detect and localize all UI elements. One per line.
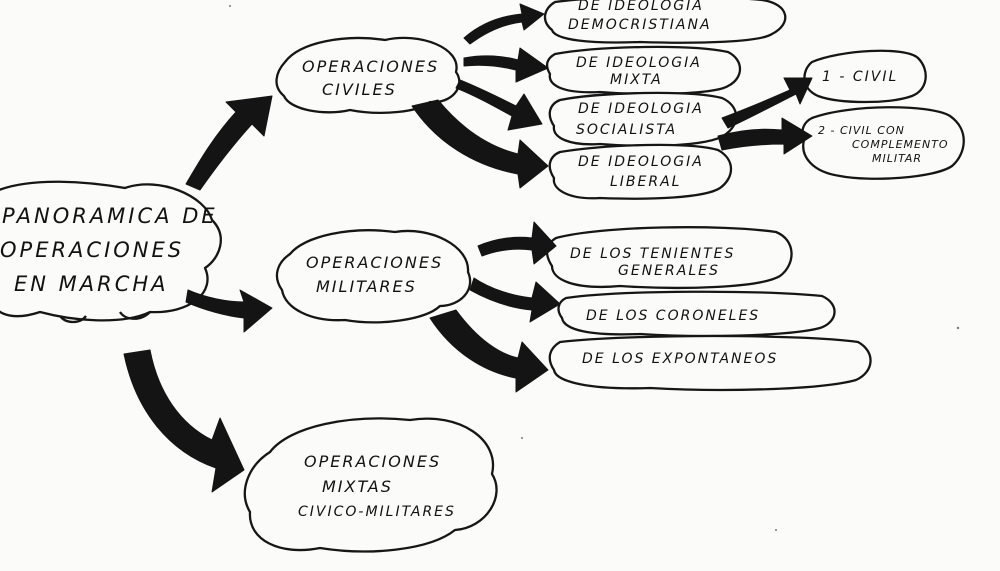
arrow-militares-to-expontaneos <box>429 309 549 393</box>
tenientes-cloud <box>545 226 793 290</box>
civil-militar-label-line2: COMPLEMENTO <box>852 138 949 151</box>
socialista-cloud <box>548 91 738 148</box>
root-label-line2: OPERACIONES <box>0 238 184 262</box>
arrow-militares-to-tenientes <box>477 221 557 265</box>
socialista-label-line2: SOCIALISTA <box>576 122 677 138</box>
socialista-label-line1: DE IDEOLOGIA <box>578 101 704 117</box>
mixta-label-line1: DE IDEOLOGIA <box>576 55 702 71</box>
democristiana-label-line2: DEMOCRISTIANA <box>568 17 712 33</box>
root-label-line1: PANORAMICA DE <box>2 204 218 228</box>
expontaneos-cloud <box>548 334 872 392</box>
arrow-civiles-to-socialista <box>455 79 543 131</box>
civiles-label-line2: CIVILES <box>322 80 397 99</box>
expontaneos-label: DE LOS EXPONTANEOS <box>582 351 778 367</box>
root-cloud-scallop <box>59 311 151 324</box>
civil-label: 1 - CIVIL <box>822 69 898 85</box>
militares-label-line2: MILITARES <box>316 277 417 296</box>
coroneles-cloud <box>557 290 836 338</box>
arrow-root-to-civiles <box>185 95 273 191</box>
tenientes-label-line1: DE LOS TENIENTES <box>570 246 735 262</box>
mixta-label-line2: MIXTA <box>610 72 663 88</box>
arrow-civiles-to-mixta <box>463 47 549 83</box>
root-label-line3: EN MARCHA <box>14 272 169 296</box>
paper-speck <box>229 5 231 7</box>
arrow-root-to-mixtas <box>123 349 245 493</box>
civil-militar-label-line3: MILITAR <box>872 152 922 165</box>
arrow-root-to-militares <box>185 289 273 333</box>
militares-label-line1: OPERACIONES <box>306 253 443 272</box>
civiles-label-line1: OPERACIONES <box>302 57 439 76</box>
paper-speck <box>521 437 523 439</box>
liberal-label-line1: DE IDEOLOGIA <box>578 154 704 170</box>
mixtas-label-line3: CIVICO-MILITARES <box>298 504 456 520</box>
mixtas-cloud <box>243 417 498 553</box>
liberal-label-line2: LIBERAL <box>610 174 681 190</box>
arrow-civiles-to-democristiana <box>463 3 545 45</box>
paper-speck <box>775 529 777 531</box>
arrow-socialista-to-civil <box>721 77 813 129</box>
mixta-cloud <box>545 45 742 96</box>
arrow-socialista-to-civil-militar <box>717 117 813 155</box>
civil-militar-label-line1: 2 - CIVIL CON <box>818 124 905 137</box>
paper-speck <box>956 326 960 330</box>
tenientes-label-line2: GENERALES <box>618 263 720 279</box>
coroneles-label: DE LOS CORONELES <box>586 308 760 324</box>
liberal-cloud <box>548 143 733 200</box>
arrow-militares-to-coroneles <box>469 277 561 323</box>
democristiana-cloud <box>543 0 787 44</box>
mixtas-label-line1: OPERACIONES <box>304 452 441 471</box>
mixtas-label-line2: MIXTAS <box>322 477 393 496</box>
arrow-civiles-to-liberal <box>411 99 549 189</box>
civil-cloud <box>803 49 927 104</box>
root-cloud <box>0 180 222 322</box>
democristiana-label-line1: DE IDEOLOGIA <box>578 0 704 14</box>
militares-cloud <box>275 229 472 324</box>
